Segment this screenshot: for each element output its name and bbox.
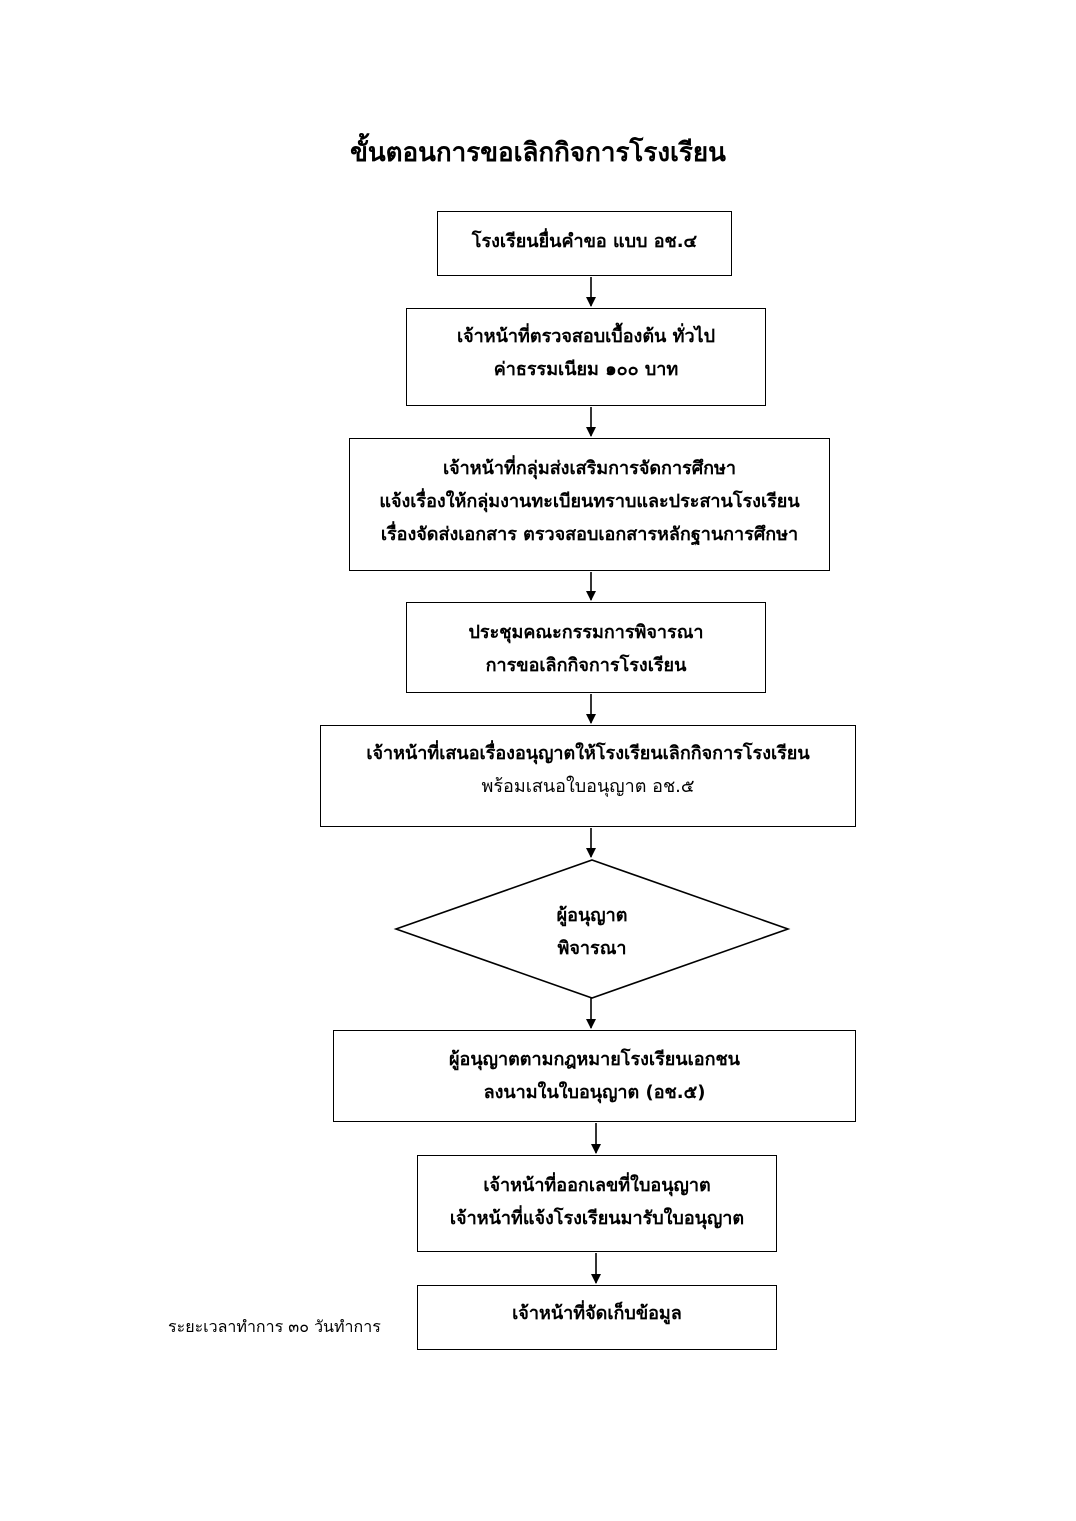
step-text: การขอเลิกกิจการโรงเรียน [485,655,687,676]
step-committee-meeting: ประชุมคณะกรรมการพิจารณา การขอเลิกกิจการโ… [406,602,766,693]
step-propose-license: เจ้าหน้าที่เสนอเรื่องอนุญาตให้โรงเรียนเล… [320,725,856,827]
step-submit-request: โรงเรียนยื่นคำขอ แบบ อช.๔ [437,211,732,276]
step-sign-license: ผู้อนุญาตตามกฎหมายโรงเรียนเอกชน ลงนามในใ… [333,1030,856,1122]
step-text: เจ้าหน้าที่ออกเลขที่ใบอนุญาต [483,1175,711,1196]
step-text: เจ้าหน้าที่กลุ่มส่งเสริมการจัดการศึกษา [442,458,737,479]
decision-diamond [393,859,791,999]
decision-text: พิจารณา [557,938,627,959]
step-text: ประชุมคณะกรรมการพิจารณา [468,622,704,643]
step-text: เจ้าหน้าที่ตรวจสอบเบื้องต้น ทั่วไป [456,326,716,347]
step-issue-license-number: เจ้าหน้าที่ออกเลขที่ใบอนุญาต เจ้าหน้าที่… [417,1155,777,1252]
step-text: แจ้งเรื่องให้กลุ่มงานทะเบียนทราบและประสา… [379,491,800,512]
step-text: เจ้าหน้าที่จัดเก็บข้อมูล [512,1303,682,1324]
step-text: ผู้อนุญาตตามกฎหมายโรงเรียนเอกชน [448,1049,740,1070]
step-text: เรื่องจัดส่งเอกสาร ตรวจสอบเอกสารหลักฐานก… [380,524,799,545]
flowchart-title: ขั้นตอนการขอเลิกกิจการโรงเรียน [350,138,726,168]
step-text: ค่าธรรมเนียม ๑๐๐ บาท [493,359,679,380]
step-notify-registration: เจ้าหน้าที่กลุ่มส่งเสริมการจัดการศึกษา แ… [349,438,830,571]
step-text: พร้อมเสนอใบอนุญาต อช.๕ [481,776,695,797]
step-preliminary-check: เจ้าหน้าที่ตรวจสอบเบื้องต้น ทั่วไป ค่าธร… [406,308,766,406]
duration-note: ระยะเวลาทำการ ๓๐ วันทำการ [168,1317,381,1336]
step-text: โรงเรียนยื่นคำขอ แบบ อช.๔ [471,231,698,252]
step-text: เจ้าหน้าที่แจ้งโรงเรียนมารับใบอนุญาต [449,1208,745,1229]
decision-text: ผู้อนุญาต [556,905,628,926]
step-text: เจ้าหน้าที่เสนอเรื่องอนุญาตให้โรงเรียนเล… [366,743,810,764]
step-store-data: เจ้าหน้าที่จัดเก็บข้อมูล [417,1285,777,1350]
decision-label: ผู้อนุญาต พิจารณา [492,899,692,965]
step-text: ลงนามในใบอนุญาต (อช.๕) [483,1082,706,1103]
